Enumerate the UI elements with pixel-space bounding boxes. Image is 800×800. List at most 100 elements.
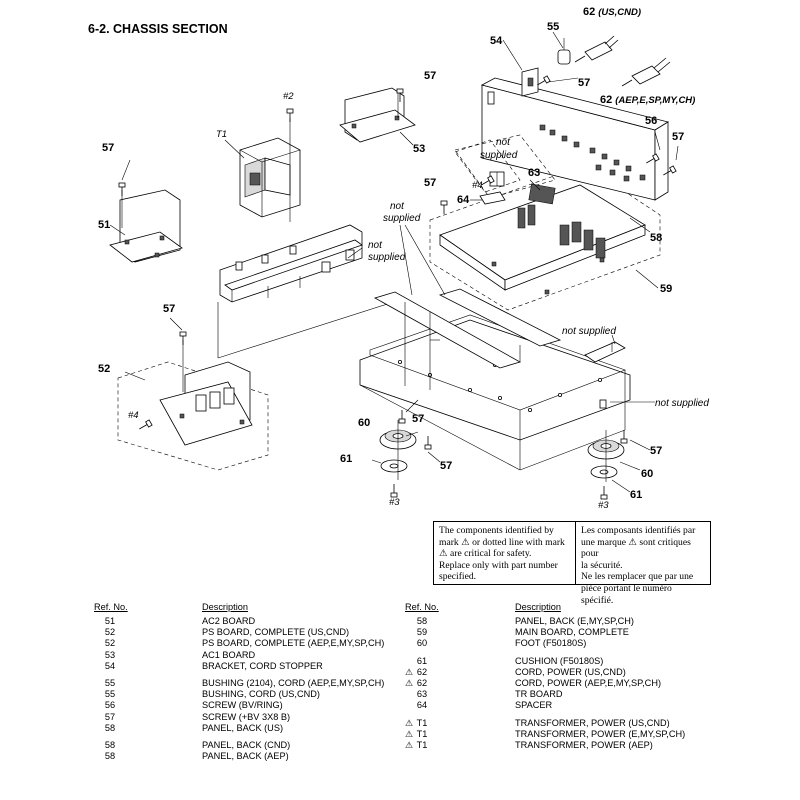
ref-number: 53 (104, 649, 116, 660)
label-hole-3-left: #3 (389, 497, 400, 508)
label-53: 53 (413, 143, 425, 155)
tr-board-63 (454, 134, 556, 205)
label-57-f: 57 (163, 303, 175, 315)
label-61-left: 61 (340, 453, 352, 465)
label-hole-4-ps: #4 (128, 410, 139, 421)
table-row: 58 PANEL, BACK (CND) (94, 740, 394, 751)
cord-stopper-bracket-54 (521, 67, 539, 97)
safety-mark-icon: ⚠ (405, 677, 414, 688)
label-t1: T1 (216, 129, 227, 140)
label-57-d: 57 (102, 142, 114, 154)
label-57-c: 57 (672, 131, 684, 143)
ref-number: 55 (104, 689, 116, 700)
label-57-e: 57 (424, 177, 436, 189)
ref-number: T1 (416, 717, 428, 728)
ref-number: 58 (104, 751, 116, 762)
ref-number: 52 (104, 627, 116, 638)
plate-not-supplied (584, 341, 626, 363)
part-description: CUSHION (F50180S) (515, 655, 604, 666)
main-chassis (359, 314, 631, 471)
transformer-t1 (239, 137, 301, 218)
label-not-supplied-chassis: not supplied (655, 398, 709, 409)
part-description: PS BOARD, COMPLETE (AEP,E,MY,SP,CH) (202, 638, 385, 649)
label-not-supplied-shield-1: not (496, 137, 511, 148)
label-57-i: 57 (650, 445, 662, 457)
cushion-61-left (380, 459, 408, 473)
label-61-right: 61 (630, 489, 642, 501)
table-row: ⚠T1 TRANSFORMER, POWER (US,CND) (405, 718, 705, 729)
label-not-supplied-plate: not supplied (562, 326, 616, 337)
table-row: 61 CUSHION (F50180S) (405, 656, 705, 667)
header-description: Description (515, 602, 561, 612)
table-row: ⚠62 CORD, POWER (AEP,E,MY,SP,CH) (405, 678, 705, 689)
table-row: 63 TR BOARD (405, 689, 705, 700)
ref-number: 61 (416, 655, 428, 666)
exploded-diagram: 51 52 53 54 55 56 57 57 57 57 57 57 57 5… (98, 6, 709, 511)
ref-number: 58 (104, 739, 116, 750)
part-description: FOOT (F50180S) (515, 638, 587, 649)
safety-mark-icon: ⚠ (405, 717, 414, 728)
ref-number: 62 (416, 677, 428, 688)
ref-number: 64 (416, 700, 428, 711)
ref-number: 59 (416, 627, 428, 638)
part-description: TRANSFORMER, POWER (AEP) (515, 739, 653, 750)
part-description: AC1 BOARD (202, 649, 256, 660)
ref-number: 52 (104, 638, 116, 649)
leader-lines (109, 31, 679, 493)
part-description: PANEL, BACK (AEP) (202, 751, 289, 762)
safety-mark-icon: ⚠ (405, 739, 414, 750)
label-hole-2: #2 (283, 91, 294, 102)
label-52: 52 (98, 363, 110, 375)
table-row: 64 SPACER (405, 700, 705, 711)
label-54: 54 (490, 35, 503, 47)
section-title: 6-2. CHASSIS SECTION (88, 22, 228, 36)
ref-number: T1 (416, 739, 428, 750)
safety-notice-french: Les composants identifiés par une marque… (581, 525, 696, 606)
safety-notice: The components identified by mark ⚠ or d… (433, 521, 711, 606)
part-description: PANEL, BACK (US) (202, 722, 284, 733)
transformer-bracket (219, 224, 363, 303)
ref-number: 63 (416, 689, 428, 700)
safety-mark-icon: ⚠ (405, 728, 414, 739)
ps-board-52 (117, 340, 269, 471)
part-description: PANEL, BACK (CND) (202, 739, 291, 750)
label-57-h: 57 (440, 460, 452, 472)
part-description: SCREW (BV/RING) (202, 700, 283, 711)
screw-57-icons (118, 75, 677, 500)
label-62-aep: 62(AEP,E,SP,MY,CH) (600, 94, 695, 106)
label-60-right: 60 (641, 468, 653, 480)
table-row: 58 PANEL, BACK (AEP) (94, 751, 394, 762)
label-not-supplied-bracket-1: not (368, 240, 383, 251)
label-56: 56 (645, 115, 657, 127)
label-55: 55 (547, 21, 559, 33)
label-57-a: 57 (424, 70, 436, 82)
part-description: BRACKET, CORD STOPPER (202, 660, 323, 671)
table-row: 57 SCREW (+BV 3X8 B) (94, 712, 394, 723)
ac2-board-51 (109, 189, 183, 263)
header-ref-no: Ref. No. (94, 602, 128, 612)
part-description: SCREW (+BV 3X8 B) (202, 711, 291, 722)
label-hole-4-tr: #4 (472, 180, 483, 191)
part-description: BUSHING, CORD (US,CND) (202, 689, 320, 700)
part-description: PANEL, BACK (E,MY,SP,CH) (515, 616, 634, 626)
label-51: 51 (98, 219, 110, 231)
part-description: TRANSFORMER, POWER (US,CND) (515, 717, 670, 728)
part-description: TR BOARD (515, 689, 563, 700)
ref-number: 55 (104, 677, 116, 688)
ref-number: 57 (104, 711, 116, 722)
part-description: BUSHING (2104), CORD (AEP,E,MY,SP,CH) (202, 677, 385, 688)
part-description: CORD, POWER (AEP,E,MY,SP,CH) (515, 677, 662, 688)
part-description: SPACER (515, 700, 553, 711)
table-row: ⚠T1 TRANSFORMER, POWER (AEP) (405, 740, 705, 751)
table-row: 52 PS BOARD, COMPLETE (AEP,E,MY,SP,CH) (94, 638, 394, 649)
label-59: 59 (660, 283, 672, 295)
part-description: AC2 BOARD (202, 616, 256, 626)
